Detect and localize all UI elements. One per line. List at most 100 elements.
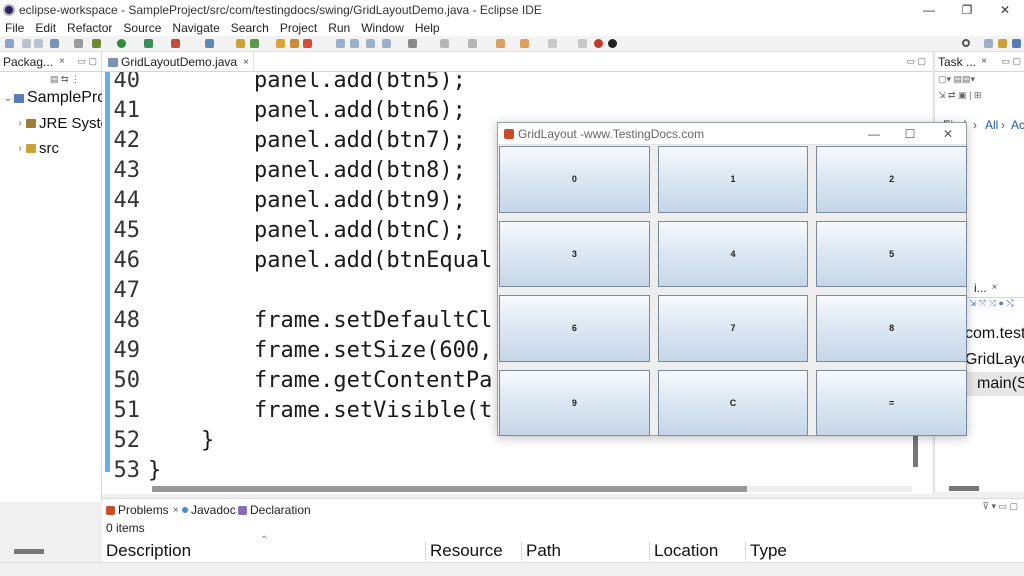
menu-refactor[interactable]: Refactor [67,20,113,35]
menu-search[interactable]: Search [230,20,269,35]
tab-javadoc[interactable]: Javadoc [182,502,236,518]
editor-tab-gridlayoutdemo[interactable]: GridLayoutDemo.java × [104,52,254,72]
toggle-block-icon[interactable] [366,39,375,48]
button-6[interactable]: 6 [499,295,650,362]
button-8[interactable]: 8 [816,295,967,362]
gridlayout-close-button[interactable]: ✕ [942,127,954,141]
package-explorer-tab[interactable]: Packag... × [0,52,102,72]
pin-editor-icon[interactable] [408,39,417,48]
package-explorer-close-icon[interactable]: × [59,56,65,67]
button-clear[interactable]: C [657,369,809,436]
editor-vertical-scrollbar[interactable] [913,412,918,467]
next-annotation-icon[interactable] [440,39,449,48]
pin-icon[interactable] [578,39,587,48]
coverage-icon[interactable] [144,39,153,48]
task-list-toolbar[interactable]: ▢▾ ▤▤▾ [938,74,976,84]
outline-scrollbar[interactable] [949,486,979,491]
tree-item-jre-system-library[interactable]: › JRE Syste [14,112,109,134]
task-list-tab[interactable]: Task ... × [935,52,1024,72]
save-all-icon[interactable] [34,39,43,48]
tab-declaration[interactable]: Declaration [238,502,311,518]
column-type[interactable]: Type [745,541,841,561]
button-1[interactable]: 1 [657,146,809,213]
toggle-breadcrumb-icon[interactable] [350,39,359,48]
remote-icon[interactable] [594,39,603,48]
new-java-class-icon[interactable] [205,39,214,48]
column-description[interactable]: Description ⌃ [106,535,269,560]
debug-icon[interactable] [92,39,101,48]
show-whitespace-icon[interactable] [382,39,391,48]
outline-row-class[interactable]: GridLayo [965,351,1024,368]
open-task-icon[interactable] [250,39,259,48]
run-icon[interactable] [117,39,126,48]
menu-help[interactable]: Help [414,20,440,35]
menu-edit[interactable]: Edit [35,20,57,35]
task-list-filter-toolbar[interactable]: ⇲ ⇄ ▣ | ⊞ [938,90,982,100]
search-toolbar-icon[interactable] [290,39,299,48]
gridlayout-title-bar[interactable]: GridLayout -www.TestingDocs.com — ☐ ✕ [498,123,966,145]
button-7[interactable]: 7 [657,295,809,362]
tree-item-src[interactable]: › src [14,137,59,159]
annotation-icon[interactable] [303,39,312,48]
editor-minmax-icon[interactable]: ▭ ▢ [906,56,926,66]
menu-navigate[interactable]: Navigate [172,20,220,35]
scrollbar-thumb[interactable] [152,486,747,492]
package-explorer-minmax-icon[interactable]: ▭ ▢ [77,56,97,66]
button-0[interactable]: 0 [499,146,650,213]
button-equal[interactable]: = [816,369,967,436]
terminal-icon[interactable] [50,39,59,48]
outline-row-package[interactable]: com.test [965,325,1024,342]
open-perspective-icon[interactable] [984,39,993,48]
toggle-mark-icon[interactable] [336,39,345,48]
collapse-arrow-icon[interactable]: ⌄ [3,92,13,104]
new-icon[interactable] [5,39,14,48]
last-edit-icon[interactable] [496,39,505,48]
close-button[interactable]: ✕ [999,2,1011,17]
button-3[interactable]: 3 [499,220,650,287]
save-icon[interactable] [22,39,31,48]
menu-file[interactable]: File [5,20,25,35]
menu-run[interactable]: Run [328,20,351,35]
menu-window[interactable]: Window [361,20,404,35]
outline-toolbar[interactable]: ⇲ ⤧ ⤨ ● ⤭ [969,298,1014,308]
tree-item-sample-project[interactable]: ⌄ SampleProj [2,87,110,109]
expand-arrow-icon[interactable]: › [18,117,22,129]
menu-source[interactable]: Source [123,20,162,35]
task-activate-link[interactable]: Ac [1011,118,1024,132]
java-perspective-icon[interactable] [1012,39,1021,48]
outline-close-icon[interactable]: × [991,282,998,293]
task-list-close-icon[interactable]: × [981,56,987,67]
outline-row-main-method[interactable]: main(S [965,372,1024,396]
task-list-minmax-icon[interactable]: ▭ ▢ [1001,56,1021,66]
package-explorer-scrollbar[interactable] [14,549,44,554]
tab-problems[interactable]: Problems × [106,502,179,518]
menu-project[interactable]: Project [279,20,318,35]
outline-tab[interactable]: i... × [935,278,1024,298]
package-explorer-toolbar[interactable]: ▤ ⇆ ⋮ [50,74,81,84]
problems-toolbar[interactable]: ⊽ ▾ ▭ ▢ [982,501,1018,511]
java-ee-perspective-icon[interactable] [998,39,1007,48]
expand-arrow-icon[interactable]: › [18,142,22,154]
open-folder-icon[interactable] [276,39,285,48]
external-tools-icon[interactable] [171,39,180,48]
minimize-button[interactable]: — [923,2,935,17]
column-resource[interactable]: Resource [425,541,520,561]
task-all-link[interactable]: All [985,118,999,132]
bug-icon[interactable] [608,39,617,48]
forward-icon[interactable] [548,39,557,48]
open-type-icon[interactable] [236,39,245,48]
button-4[interactable]: 4 [657,220,809,287]
back-icon[interactable] [520,39,529,48]
column-location[interactable]: Location [649,541,745,561]
maximize-button[interactable]: ❐ [961,2,973,17]
gridlayout-minimize-button[interactable]: — [868,127,880,141]
editor-tab-close-icon[interactable]: × [243,56,249,68]
problems-close-icon[interactable]: × [172,504,179,516]
skip-breakpoints-icon[interactable] [74,39,83,48]
code-area[interactable]: 40 panel.add(btn5); 41 panel.add(btn6); … [110,72,916,484]
previous-annotation-icon[interactable] [468,39,477,48]
editor-horizontal-scrollbar[interactable] [152,486,912,492]
gridlayout-maximize-button[interactable]: ☐ [904,127,916,141]
button-9[interactable]: 9 [499,369,650,436]
button-5[interactable]: 5 [816,220,967,287]
